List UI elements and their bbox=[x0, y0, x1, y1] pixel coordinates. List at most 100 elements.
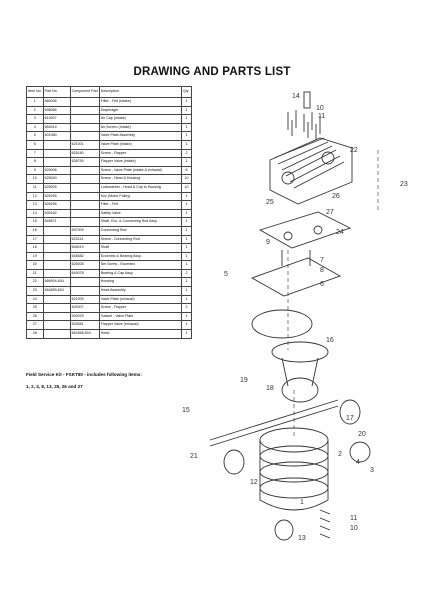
callout-number: 20 bbox=[358, 431, 366, 438]
cell-component-part: 649078 bbox=[69, 268, 100, 279]
cell-part-no: 654014 bbox=[42, 122, 71, 133]
cell-part-no: 626256 bbox=[42, 200, 71, 210]
callout-number: 21 bbox=[190, 453, 198, 460]
cell-item-no: 6 bbox=[26, 139, 44, 150]
cell-component-part: 621001 bbox=[69, 139, 100, 150]
cell-part-no bbox=[42, 294, 71, 305]
bearing-shape-left bbox=[223, 449, 245, 475]
cell-part-no: 625005 bbox=[42, 182, 71, 193]
callout-number: 10 bbox=[316, 105, 324, 112]
callout-number: 25 bbox=[266, 199, 274, 206]
cell-component-part: 645682 bbox=[69, 251, 100, 262]
cell-item-no: 8 bbox=[26, 157, 44, 167]
cell-part-no bbox=[42, 148, 71, 159]
cell-component-part: 625114 bbox=[69, 234, 100, 245]
cell-item-no: 9 bbox=[26, 165, 44, 176]
connecting-rod-shape bbox=[271, 341, 329, 403]
cell-component-part bbox=[69, 277, 100, 288]
cell-part-no bbox=[42, 320, 71, 331]
callout-number: 3 bbox=[370, 467, 374, 474]
cell-item-no: 26 bbox=[26, 311, 44, 322]
callout-number: 26 bbox=[332, 193, 340, 200]
header-part-no: Part No. bbox=[42, 86, 71, 98]
cell-component-part: 626008 bbox=[69, 260, 100, 270]
callout-number: 15 bbox=[182, 407, 190, 414]
callout-number: 10 bbox=[350, 525, 358, 532]
callout-number: 4 bbox=[356, 459, 360, 466]
cell-part-no bbox=[42, 139, 71, 150]
field-service-kit-title: Field Service Kit - FSKT80 - includes fo… bbox=[26, 372, 142, 377]
exhaust-valve-plate-shape bbox=[258, 211, 352, 249]
cell-part-no: 645671 bbox=[42, 217, 71, 227]
cell-component-part bbox=[69, 208, 100, 219]
cell-component-part: 638759 bbox=[69, 157, 100, 167]
callout-number: 24 bbox=[336, 229, 344, 236]
cell-part-no: 630162 bbox=[42, 208, 71, 219]
cell-component-part: 661898-504 bbox=[69, 329, 100, 339]
callout-number: 18 bbox=[266, 385, 274, 392]
cell-part-no: 614007 bbox=[42, 114, 71, 124]
cell-part-no bbox=[42, 303, 71, 313]
cell-component-part: 625180 bbox=[69, 148, 100, 159]
header-qty: Qty bbox=[181, 86, 192, 98]
cell-component-part bbox=[69, 217, 100, 227]
cell-item-no: 3 bbox=[26, 114, 44, 124]
cell-part-no bbox=[42, 225, 71, 236]
cell-component-part: 621009 bbox=[69, 294, 100, 305]
cell-item-no: 2 bbox=[26, 105, 44, 116]
cell-part-no bbox=[42, 157, 71, 167]
cell-component-part bbox=[69, 114, 100, 124]
cell-part-no: 684006 bbox=[42, 97, 71, 107]
cell-item-no: 5 bbox=[26, 131, 44, 141]
callout-number: 12 bbox=[250, 479, 258, 486]
cell-component-part: 646019 bbox=[69, 243, 100, 253]
cell-item-no: 15 bbox=[26, 217, 44, 227]
cell-component-part: 630029 bbox=[69, 311, 100, 322]
callout-number: 9 bbox=[266, 239, 270, 246]
callout-number: 11 bbox=[350, 515, 357, 522]
header-description: Description bbox=[98, 86, 183, 98]
cell-part-no: 664899-604 bbox=[42, 286, 71, 296]
cell-qty: 1 bbox=[181, 329, 192, 339]
cell-item-no: 14 bbox=[26, 208, 44, 219]
cell-component-part: 633081 bbox=[69, 320, 100, 331]
housing-shape bbox=[259, 427, 329, 511]
safety-valve-shape bbox=[303, 91, 311, 109]
cell-item-no: 21 bbox=[26, 268, 44, 279]
header-item-no: Item No. bbox=[26, 86, 44, 98]
cell-part-no bbox=[42, 234, 71, 245]
callout-number: 11 bbox=[318, 113, 325, 120]
cell-part-no: 666904-604 bbox=[42, 277, 71, 288]
head-screws-top bbox=[287, 110, 321, 140]
parts-table-header: Item No. Part No. Component Part Descrip… bbox=[26, 86, 192, 98]
cell-part-no bbox=[42, 268, 71, 279]
header-component-part: Component Part bbox=[69, 86, 100, 98]
cell-item-no: 1 bbox=[26, 97, 44, 107]
callout-number: 16 bbox=[326, 337, 334, 344]
page-title: DRAWING AND PARTS LIST bbox=[133, 66, 291, 78]
cell-item-no: 20 bbox=[26, 260, 44, 270]
shaft-shape bbox=[209, 399, 339, 441]
callout-number: 27 bbox=[326, 209, 334, 216]
cell-component-part bbox=[69, 286, 100, 296]
cell-component-part: 697009 bbox=[69, 225, 100, 236]
callout-number: 5 bbox=[224, 271, 228, 278]
cell-part-no bbox=[42, 260, 71, 270]
